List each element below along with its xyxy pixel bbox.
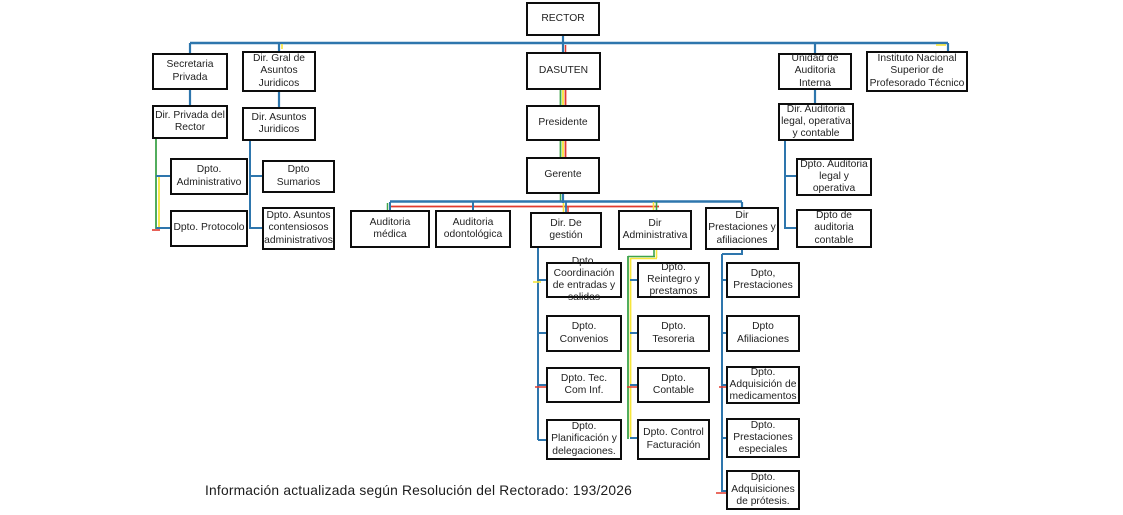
node-dpto-sumarios: Dpto Sumarios	[262, 160, 335, 193]
node-dpto-contable: Dpto. Contable	[637, 367, 710, 403]
node-gerente: Gerente	[526, 157, 600, 194]
connector-administrativa-trunk	[627, 250, 658, 439]
node-dir-prestaciones-afiliaciones: Dir Prestaciones y afiliaciones	[705, 207, 779, 250]
update-note: Información actualizada según Resolución…	[205, 483, 632, 498]
node-dpto-afiliaciones: Dpto Afiliaciones	[726, 315, 800, 352]
node-dpto-tec-com-inf: Dpto. Tec. Com Inf.	[546, 367, 622, 403]
node-dir-gral-asuntos-juridicos: Dir. Gral de Asuntos Juridicos	[242, 51, 316, 92]
node-auditoria-medica: Auditoria médica	[350, 210, 430, 248]
node-dpto-control-facturacion: Dpto. Control Facturación	[637, 419, 710, 460]
node-dir-auditoria-legal: Dir. Auditoria legal, operativa y contab…	[778, 103, 854, 141]
node-dpto-prestaciones-especiales: Dpto. Prestaciones especiales	[726, 418, 800, 458]
node-dpto-planificacion-delegaciones: Dpto. Planificación y delegaciones.	[546, 419, 622, 460]
node-dpto-auditoria-legal-operativa: Dpto. Auditoria legal y operativa	[796, 158, 872, 196]
node-presidente: Presidente	[526, 105, 600, 141]
node-auditoria-odontologica: Auditoria odontológica	[435, 210, 511, 248]
node-dpto-protocolo: Dpto. Protocolo	[170, 210, 248, 247]
node-dpto-prestaciones: Dpto, Prestaciones	[726, 262, 800, 298]
node-dpto-coordinacion-entradas-salidas: Dpto. Coordinación de entradas y salidas	[546, 256, 622, 303]
node-dir-de-gestion: Dir. De gestión	[530, 212, 602, 248]
connector-left-branch	[152, 90, 281, 231]
connector-gestion-trunk	[533, 248, 547, 441]
node-dpto-reintegro-prestamos: Dpto. Reintegro y prestamos	[637, 262, 710, 298]
connector-right-branch	[784, 90, 817, 229]
node-dpto-tesoreria: Dpto. Tesoreria	[637, 315, 710, 352]
node-dasuten: DASUTEN	[526, 52, 601, 90]
node-dpto-auditoria-contable: Dpto de auditoria contable	[796, 209, 872, 248]
node-dir-administrativa: Dir Administrativa	[618, 210, 692, 250]
connector-center-spine	[559, 90, 567, 203]
node-rector: RECTOR	[526, 2, 600, 36]
node-dpto-asuntos-contensiosos: Dpto. Asuntos contensiosos administrativ…	[262, 207, 335, 250]
node-dir-privada-rector: Dir. Privada del Rector	[152, 105, 228, 139]
node-dpto-convenios: Dpto. Convenios	[546, 315, 622, 352]
node-dpto-administrativo: Dpto. Administrativo	[170, 158, 248, 195]
node-dpto-adquisicion-medicamentos: Dpto. Adquisición de medicamentos	[726, 366, 800, 404]
node-unidad-auditoria-interna: Unidad de Auditoria Interna	[778, 53, 852, 90]
connector-top-rail	[188, 36, 950, 54]
node-secretaria-privada: Secretaria Privada	[152, 53, 228, 90]
node-instituto-nacional: Instituto Nacional Superior de Profesora…	[866, 51, 968, 92]
node-dpto-adquisiciones-protesis: Dpto. Adquisiciones de prótesis.	[726, 470, 800, 510]
node-dir-asuntos-juridicos: Dir. Asuntos Juridicos	[242, 107, 316, 141]
